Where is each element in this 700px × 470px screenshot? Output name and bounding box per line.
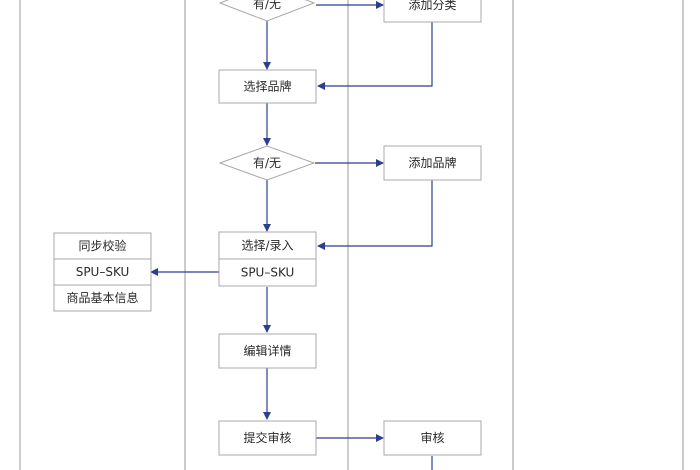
submit-review-label: 提交审核 <box>243 430 291 445</box>
select-brand-label: 选择品牌 <box>243 80 291 94</box>
edge-add-category-to-select-brand <box>317 22 433 90</box>
decision-brand: 有/无 <box>218 145 316 181</box>
spu-sku-left-label: SPU–SKU <box>76 265 130 279</box>
product-info-box: 商品基本信息 <box>53 284 152 312</box>
sync-check-label: 同步校验 <box>78 238 126 253</box>
edit-details-label: 编辑详情 <box>243 343 291 358</box>
spu-sku-left-box: SPU–SKU <box>53 258 152 286</box>
select-brand-box: 选择品牌 <box>218 69 317 104</box>
select-entry-box: 选择/录入 <box>218 231 317 260</box>
submit-review-box: 提交审核 <box>218 420 317 456</box>
add-category-label: 添加分类 <box>408 0 456 12</box>
product-info-label: 商品基本信息 <box>66 290 138 305</box>
review-label: 审核 <box>420 430 444 445</box>
edge-add-brand-to-select-entry <box>317 180 433 250</box>
add-brand-box: 添加品牌 <box>383 145 482 181</box>
add-category-box: 添加分类 <box>383 0 482 23</box>
decision-category: 有/无 <box>218 0 316 22</box>
decision-category-label: 有/无 <box>253 0 281 11</box>
spu-sku-label: SPU–SKU <box>241 266 295 280</box>
review-box: 审核 <box>383 420 482 456</box>
decision-brand-label: 有/无 <box>253 156 281 170</box>
sync-check-box: 同步校验 <box>53 232 152 260</box>
select-entry-label: 选择/录入 <box>241 239 293 253</box>
edit-details-box: 编辑详情 <box>218 333 317 369</box>
add-brand-label: 添加品牌 <box>408 156 456 170</box>
spu-sku-box: SPU–SKU <box>218 258 317 287</box>
